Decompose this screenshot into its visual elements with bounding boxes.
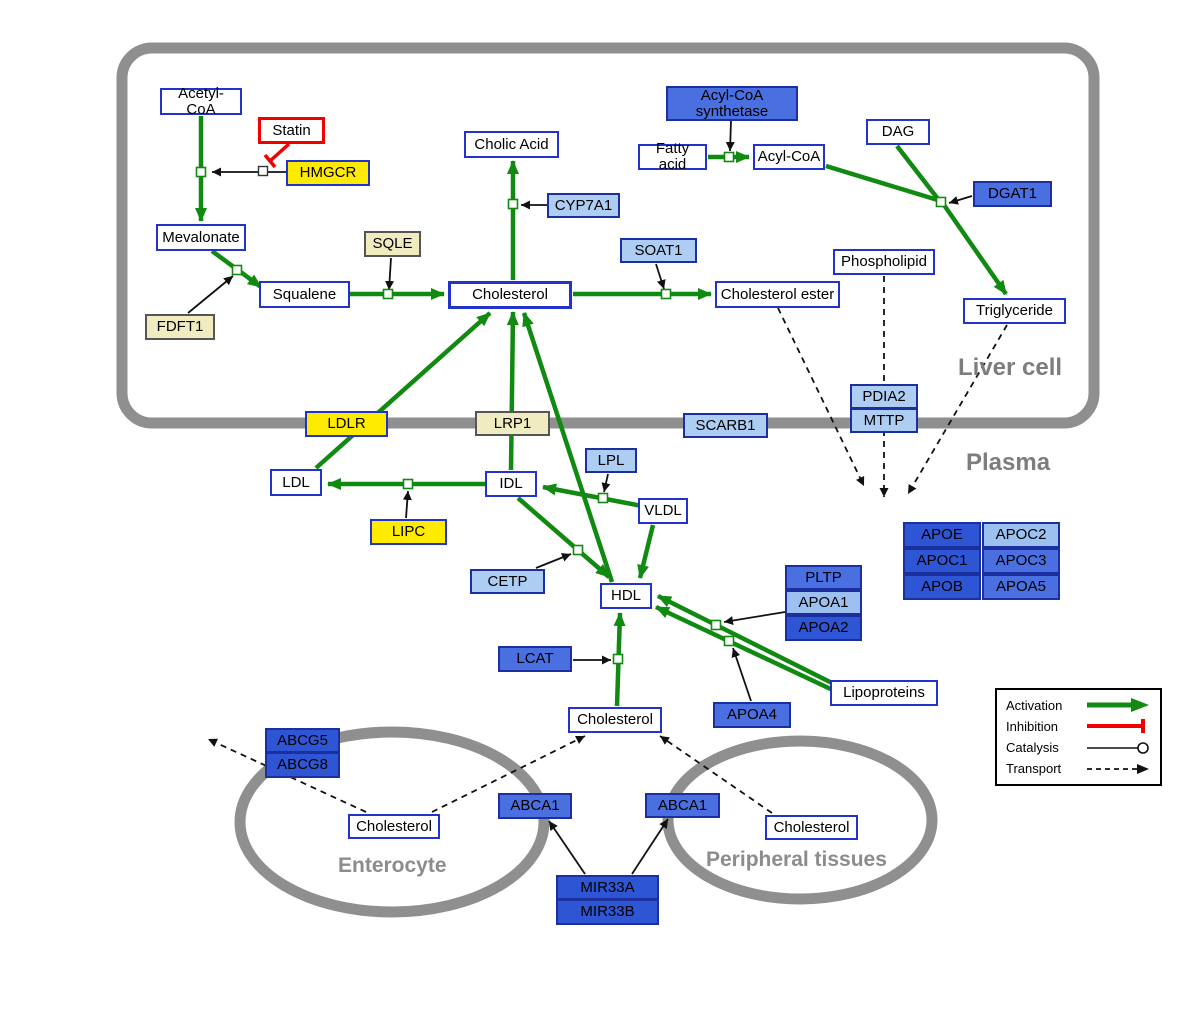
membranes — [116, 42, 1100, 918]
node-fatty-acid[interactable]: Fatty acid — [638, 141, 707, 172]
node-triglyceride[interactable]: Triglyceride — [963, 298, 1066, 324]
inhibition-tee-icon — [1087, 719, 1145, 734]
activation-arrow-icon — [1087, 698, 1149, 712]
peripheral-tissues-label: Peripheral tissues — [706, 848, 887, 871]
node-lcat[interactable]: LCAT — [498, 646, 572, 672]
node-lipc[interactable]: LIPC — [370, 519, 447, 545]
catalysis-edges — [187, 120, 973, 875]
node-acyl-coa[interactable]: Acyl-CoA — [753, 144, 825, 170]
statin-inhibition-junction — [257, 165, 269, 177]
inhibition-edge — [263, 142, 291, 169]
node-lipoproteins[interactable]: Lipoproteins — [830, 680, 938, 706]
node-mir33a[interactable]: MIR33A — [556, 875, 659, 900]
node-ldlr[interactable]: LDLR — [305, 411, 388, 437]
node-cholesterol-liver[interactable]: Cholesterol — [448, 281, 572, 309]
node-abcg5[interactable]: ABCG5 — [265, 728, 340, 753]
node-lpl[interactable]: LPL — [585, 448, 637, 473]
node-mir33b[interactable]: MIR33B — [556, 899, 659, 925]
transport-dashed-arrow-icon — [1087, 763, 1149, 774]
plasma-label: Plasma — [966, 449, 1051, 476]
node-apob[interactable]: APOB — [903, 574, 981, 600]
node-squalene[interactable]: Squalene — [259, 281, 350, 308]
legend-row-activation: Activation — [1006, 697, 1151, 713]
legend-row-catalysis: Catalysis — [1006, 740, 1151, 756]
catalysis-circle-icon — [1087, 741, 1149, 754]
node-cholesterol-ester[interactable]: Cholesterol ester — [715, 281, 840, 308]
node-idl[interactable]: IDL — [485, 471, 537, 497]
node-apoc3[interactable]: APOC3 — [982, 548, 1060, 574]
node-apoe[interactable]: APOE — [903, 522, 981, 548]
liver-cell-label: Liver cell — [958, 354, 1063, 381]
node-statin[interactable]: Statin — [258, 117, 325, 144]
node-dag[interactable]: DAG — [866, 119, 930, 145]
node-cholesterol-plasma[interactable]: Cholesterol — [568, 707, 662, 733]
node-hdl[interactable]: HDL — [600, 583, 652, 609]
node-mttp[interactable]: MTTP — [850, 408, 918, 433]
node-cholesterol-peripheral[interactable]: Cholesterol — [765, 815, 858, 840]
legend-row-transport: Transport — [1006, 761, 1151, 777]
legend-catalysis-label: Catalysis — [1006, 740, 1059, 756]
node-acetyl-coa[interactable]: Acetyl-CoA — [160, 85, 242, 117]
node-acyl-coa-synthetase[interactable]: Acyl-CoA synthetase — [666, 86, 798, 121]
node-mevalonate[interactable]: Mevalonate — [156, 224, 246, 251]
node-phospholipid[interactable]: Phospholipid — [833, 249, 935, 275]
legend-row-inhibition: Inhibition — [1006, 718, 1151, 734]
node-lrp1[interactable]: LRP1 — [475, 411, 550, 436]
node-hmgcr[interactable]: HMGCR — [286, 160, 370, 186]
node-vldl[interactable]: VLDL — [638, 498, 688, 524]
node-apoc2[interactable]: APOC2 — [982, 522, 1060, 548]
legend-activation-label: Activation — [1006, 697, 1063, 713]
node-cholesterol-enterocyte[interactable]: Cholesterol — [348, 814, 440, 839]
node-ldl[interactable]: LDL — [270, 469, 322, 496]
node-abcg8[interactable]: ABCG8 — [265, 752, 340, 778]
liver-cell-membrane — [116, 42, 1100, 429]
node-scarb1[interactable]: SCARB1 — [683, 413, 768, 438]
enterocyte-label: Enterocyte — [338, 854, 447, 877]
enterocyte-membrane — [234, 726, 550, 918]
legend-transport-label: Transport — [1006, 761, 1062, 777]
legend-inhibition-label: Inhibition — [1006, 718, 1059, 734]
junction-nodes — [195, 151, 947, 665]
node-apoa5[interactable]: APOA5 — [982, 574, 1060, 600]
node-sqle[interactable]: SQLE — [364, 231, 421, 257]
node-soat1[interactable]: SOAT1 — [620, 238, 697, 263]
node-fdft1[interactable]: FDFT1 — [145, 314, 215, 340]
node-pdia2[interactable]: PDIA2 — [850, 384, 918, 409]
node-abca1-enterocyte[interactable]: ABCA1 — [498, 793, 572, 819]
node-cetp[interactable]: CETP — [470, 569, 545, 594]
node-apoa4[interactable]: APOA4 — [713, 702, 791, 728]
node-pltp[interactable]: PLTP — [785, 565, 862, 590]
legend: Activation Inhibition Catalysis Transpor… — [995, 688, 1162, 786]
node-dgat1[interactable]: DGAT1 — [973, 181, 1052, 207]
node-cyp7a1[interactable]: CYP7A1 — [547, 193, 620, 218]
node-cholic-acid[interactable]: Cholic Acid — [464, 131, 559, 158]
node-apoa2[interactable]: APOA2 — [785, 615, 862, 641]
node-apoc1[interactable]: APOC1 — [903, 548, 981, 574]
node-abca1-peripheral[interactable]: ABCA1 — [645, 793, 720, 818]
node-apoa1[interactable]: APOA1 — [785, 590, 862, 615]
